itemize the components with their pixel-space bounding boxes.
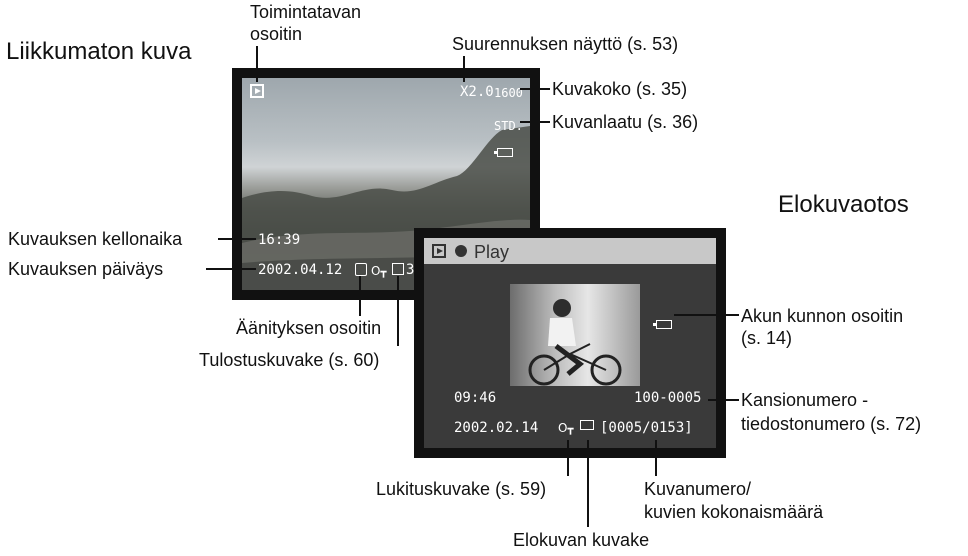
movie-mode-icon — [432, 244, 446, 258]
movie-heading: Elokuvaotos — [778, 191, 909, 218]
record-dot-icon — [455, 245, 467, 257]
still-image-heading: Liikkumaton kuva — [6, 38, 192, 65]
folder-file-label-line1: Kansionumero - — [741, 390, 869, 410]
capture-date-label: Kuvauksen päiväys — [8, 259, 164, 279]
movie-screen: Play 09:46 100-0005 2002.02.14 O┳ [0005/… — [414, 228, 726, 458]
movie-camera-icon — [580, 420, 594, 430]
mode-indicator-label-line2: osoitin — [250, 24, 303, 44]
battery-label-line1: Akun kunnon osoitin — [741, 306, 904, 326]
frame-count-label-line2: kuvien kokonaismäärä — [644, 502, 824, 522]
print-icon — [392, 263, 404, 275]
audio-icon — [355, 263, 367, 276]
lock-icon: O┳ — [371, 264, 387, 278]
movie-icon-label: Elokuvan kuvake — [513, 530, 650, 550]
movie-lock-icon: O┳ — [558, 421, 574, 435]
print-icon-label: Tulostuskuvake (s. 60) — [199, 350, 380, 370]
audio-indicator-label: Äänityksen osoitin — [236, 318, 382, 338]
play-mode-icon — [250, 84, 264, 98]
battery-label-line2: (s. 14) — [741, 328, 793, 348]
battery-icon — [494, 148, 513, 157]
image-quality-label: Kuvanlaatu (s. 36) — [552, 112, 699, 132]
movie-title-bar — [424, 238, 716, 264]
image-size-value: 1600 — [494, 86, 523, 100]
zoom-display: X2.0 — [460, 84, 494, 100]
capture-time-label: Kuvauksen kellonaika — [8, 229, 183, 249]
frame-count: [0005/0153] — [600, 420, 693, 436]
folder-file-number: 100-0005 — [634, 390, 702, 406]
zoom-display-label: Suurennuksen näyttö (s. 53) — [452, 34, 679, 54]
lock-icon-label: Lukituskuvake (s. 59) — [376, 479, 547, 499]
image-quality-value: STD. — [494, 119, 523, 133]
cyclist-photo — [510, 284, 640, 386]
mode-indicator-label-line1: Toimintatavan — [250, 2, 362, 22]
play-label: Play — [474, 242, 510, 262]
capture-date: 2002.04.12 — [258, 262, 343, 278]
folder-file-label-line2: tiedostonumero (s. 72) — [741, 414, 922, 434]
movie-battery-icon — [653, 320, 672, 329]
movie-time: 09:46 — [454, 390, 497, 406]
capture-time: 16:39 — [258, 232, 301, 248]
movie-date: 2002.02.14 — [454, 420, 539, 436]
print-count: 3 — [406, 262, 415, 278]
image-size-label: Kuvakoko (s. 35) — [552, 79, 688, 99]
frame-count-label-line1: Kuvanumero/ — [644, 479, 752, 499]
